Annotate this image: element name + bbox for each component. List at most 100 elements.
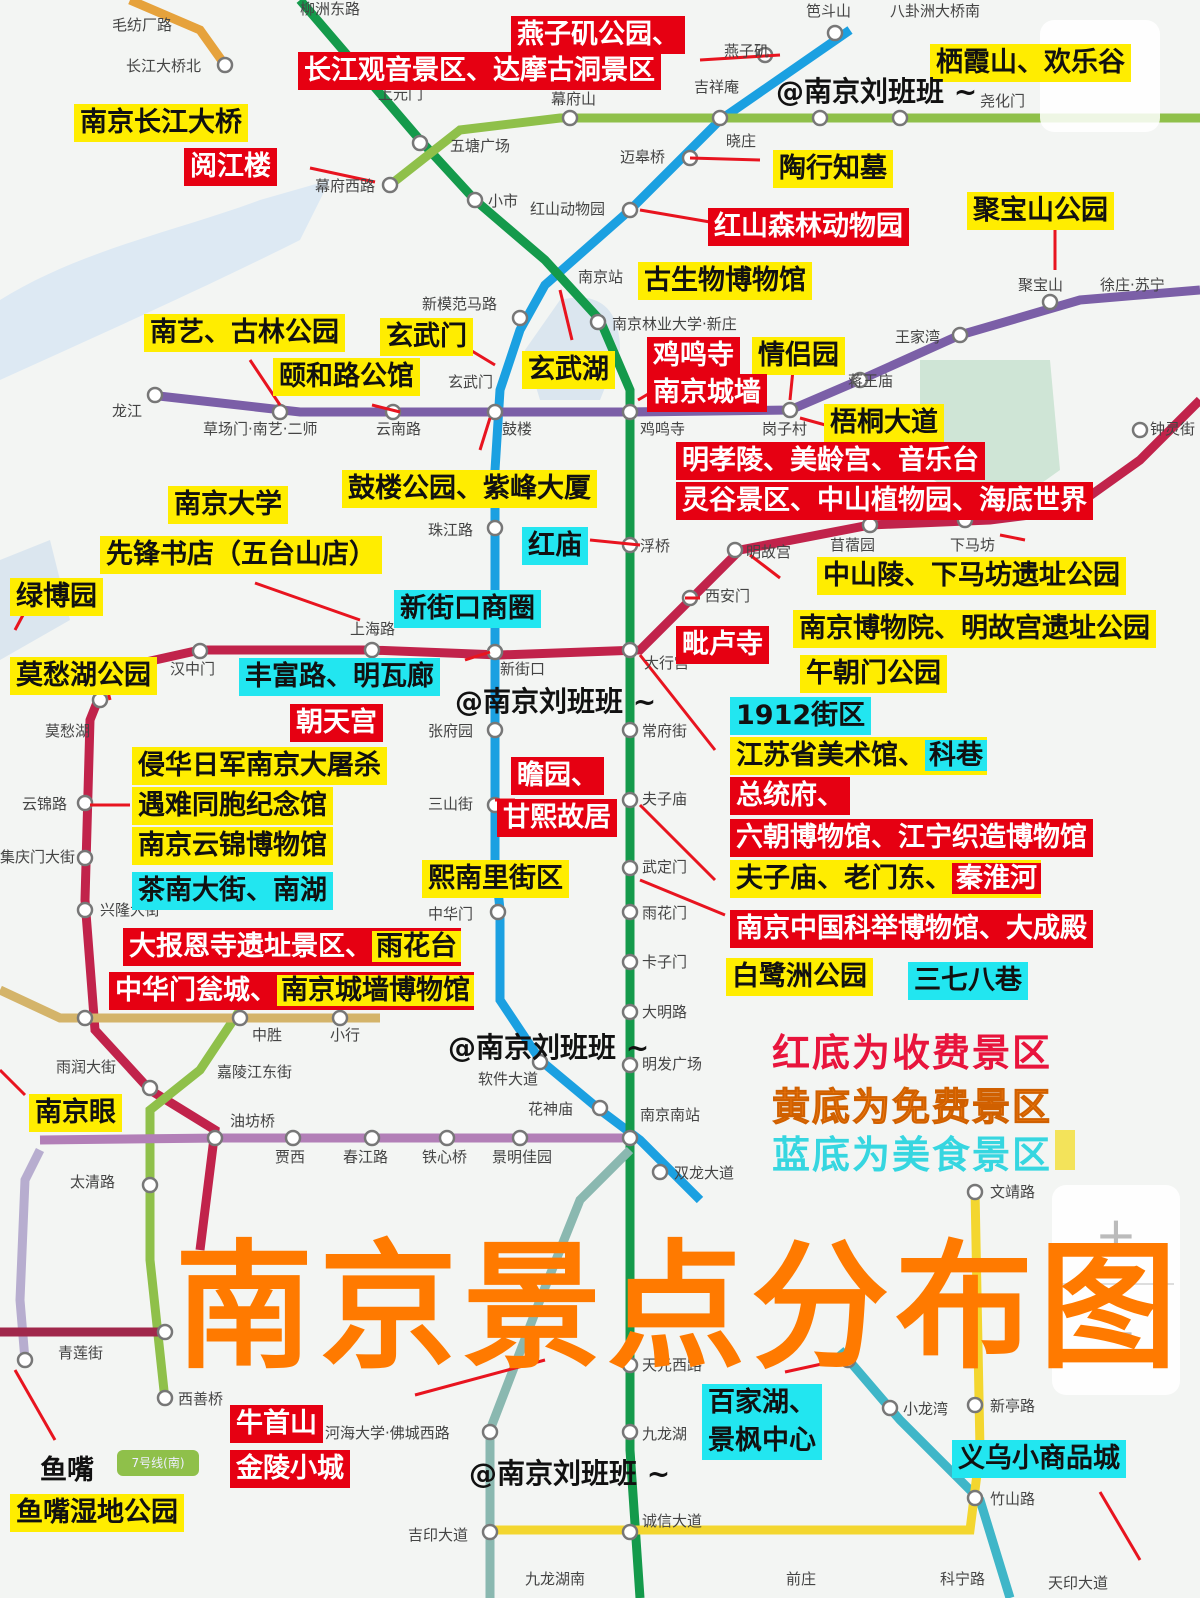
attraction-label: 鸡鸣寺 (647, 337, 740, 375)
station-label: 聚宝山 (1018, 276, 1064, 294)
attraction-label: 遇难同胞纪念馆 (132, 787, 333, 825)
attraction-label: 南京长江大桥 (74, 104, 248, 142)
attraction-label-text: 大报恩寺遗址景区、 (129, 931, 372, 962)
station-label: 苜蓿园 (830, 536, 876, 554)
watermark: @南京刘班班 ~ (469, 1457, 671, 1490)
attraction-label: 午朝门公园 (800, 655, 947, 693)
station-label: 天印大道 (1048, 1574, 1109, 1592)
station-label: 天元西路 (642, 1356, 703, 1374)
zijin-mountain (920, 360, 1060, 520)
station-label: 中胜 (252, 1026, 283, 1044)
line-stub-yellow (1055, 1130, 1075, 1170)
station-label: 武定门 (642, 858, 688, 876)
station-label: 明发广场 (642, 1055, 703, 1073)
station-label: 迈皋桥 (620, 148, 666, 166)
attraction-label: 1912街区 (730, 697, 872, 735)
station-label: 油坊桥 (230, 1112, 276, 1130)
line-5 (39, 1133, 630, 1145)
station-label: 长江大桥北 (126, 57, 202, 75)
line-s1 (836, 1347, 1015, 1598)
line-s8 (128, 0, 229, 68)
attraction-label-extra: 科巷 (925, 740, 987, 771)
attraction-label: 金陵小城 (230, 1450, 350, 1488)
station-label: 下马坊 (950, 536, 996, 554)
attraction-label: 南京眼 (29, 1094, 122, 1132)
station-label: 西善桥 (178, 1390, 224, 1408)
attraction-label: 栖霞山、欢乐谷 (930, 44, 1131, 82)
station-label: 卡子门 (642, 953, 688, 971)
station-label: 软件大道 (478, 1070, 539, 1088)
station-label: 珠江路 (428, 521, 474, 539)
attraction-label: 南京城墙 (647, 374, 767, 412)
attraction-label: 红山森林动物园 (708, 208, 909, 246)
attraction-label: 南京博物院、明故宫遗址公园 (793, 610, 1156, 648)
attraction-label: 大报恩寺遗址景区、雨花台 (123, 928, 461, 966)
station-label: 贾西 (275, 1148, 306, 1166)
attraction-label: 中华门瓮城、南京城墙博物馆 (109, 972, 474, 1010)
attraction-label: 侵华日军南京大屠杀 (132, 747, 387, 785)
zoom-divider (1058, 1283, 1174, 1285)
station-label: 笆斗山 (806, 2, 852, 20)
attraction-label: 总统府、 (730, 777, 850, 815)
attraction-label: 先锋书店（五台山店） (100, 536, 382, 574)
attraction-label: 夫子庙、老门东、秦淮河 (730, 860, 1041, 898)
station-label: 鸡鸣寺 (640, 420, 686, 438)
station-label: 景明佳园 (492, 1148, 553, 1166)
attraction-label: 灵谷景区、中山植物园、海底世界 (676, 482, 1093, 520)
attraction-label: 阅江楼 (184, 148, 277, 186)
watermark: @南京刘班班 ~ (448, 1031, 650, 1064)
station-label: 前庄 (786, 1570, 817, 1588)
station-dots (16, 24, 1149, 1541)
zoom-out-button[interactable]: − (1095, 1304, 1137, 1362)
station-label: 五塘广场 (450, 137, 511, 155)
station-label: 夫子庙 (642, 790, 688, 808)
station-label: 明故宫 (746, 543, 792, 561)
station-label: 雨花门 (642, 904, 688, 922)
attraction-label: 玄武门 (380, 318, 473, 356)
zoom-panel: + − (1052, 1185, 1180, 1395)
attraction-label: 古生物博物馆 (638, 262, 812, 300)
station-label: 竹山路 (990, 1490, 1036, 1508)
attraction-label: 莫愁湖公园 (10, 657, 157, 695)
attraction-label: 南艺、古林公园 (144, 314, 345, 352)
line-3 (296, 0, 645, 1598)
attraction-label: 南京云锦博物馆 (132, 827, 333, 865)
station-label: 徐庄·苏宁 (1100, 276, 1165, 294)
attraction-label: 陶行知墓 (773, 150, 893, 188)
station-label: 文靖路 (990, 1183, 1036, 1201)
attraction-label-text: 江苏省美术馆、 (736, 740, 925, 771)
attraction-label: 三七八巷 (908, 962, 1028, 1000)
attraction-label: 新街口商圈 (394, 590, 541, 628)
attraction-label: 江苏省美术馆、科巷 (730, 737, 987, 775)
station-label: 燕子矶 (724, 42, 770, 60)
station-label: 小行 (330, 1026, 361, 1044)
station-label: 雨润大街 (56, 1058, 117, 1076)
attraction-label-extra: 南京城墙博物馆 (277, 975, 474, 1006)
attraction-label: 茶南大街、南湖 (132, 872, 333, 910)
attraction-label: 南京大学 (168, 486, 288, 524)
attraction-label: 义乌小商品城 (952, 1440, 1126, 1478)
line-1 (490, 26, 853, 1204)
station-label: 九龙湖南 (525, 1570, 586, 1588)
station-label: 科宁路 (940, 1570, 986, 1588)
line-s9 (485, 1146, 634, 1598)
attraction-label-text: 中华门瓮城、 (115, 975, 277, 1006)
attraction-label: 燕子矶公园、 (511, 16, 685, 54)
station-label: 吉祥庵 (694, 78, 740, 96)
watermark: @南京刘班班 ~ (776, 75, 978, 108)
attraction-label: 瞻园、 (511, 757, 604, 795)
station-label: 南京南站 (640, 1106, 701, 1124)
station-label: 草场门·南艺·二师 (203, 420, 318, 438)
attraction-label: 毗卢寺 (676, 626, 769, 664)
station-label: 集庆门大街 (0, 848, 76, 866)
station-label: 小市 (488, 192, 519, 210)
station-label: 常府街 (642, 722, 688, 740)
attraction-label: 朝天宫 (290, 704, 383, 742)
legend-paid: 红底为收费景区 (772, 1031, 1053, 1075)
zoom-in-button[interactable]: + (1095, 1206, 1137, 1264)
line-s3 (490, 1189, 985, 1535)
line-7-south (145, 1007, 244, 1401)
station-label: 上海路 (350, 620, 396, 638)
station-label: 南京林业大学·新庄 (612, 315, 737, 333)
